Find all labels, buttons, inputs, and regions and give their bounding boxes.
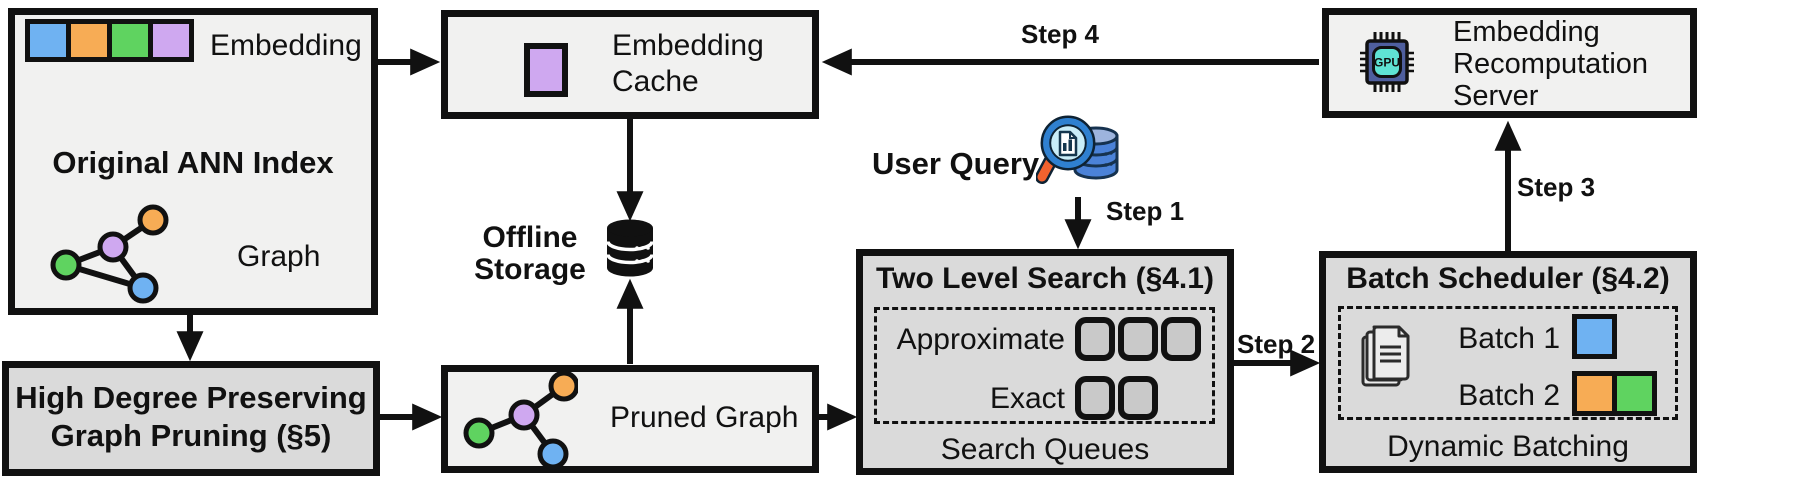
embedding-cell-green xyxy=(107,19,153,62)
batch-scheduler-title: Batch Scheduler (§4.2) xyxy=(1346,262,1670,295)
graph-pruning-box: High Degree Preserving Graph Pruning (§5… xyxy=(2,361,380,476)
user-query-icon xyxy=(1036,115,1119,184)
embedding-cache-label: Embedding Cache xyxy=(612,28,764,100)
dynamic-batching-panel: Batch 1 Batch 2 xyxy=(1338,306,1678,420)
queue-slot xyxy=(1075,376,1115,420)
graph-pruning-title: High Degree Preserving Graph Pruning (§5… xyxy=(9,379,373,455)
graph-node-orange xyxy=(137,204,169,236)
step4-label: Step 4 xyxy=(1020,19,1100,49)
batch2-item-green xyxy=(1612,371,1657,416)
exact-label: Exact xyxy=(989,382,1065,415)
batch-scheduler-box: Batch Scheduler (§4.2) Batch 1 Ba xyxy=(1319,251,1697,473)
embedding-cell-orange xyxy=(66,19,112,62)
embedding-label: Embedding xyxy=(210,29,362,62)
recomputation-server-box: GPU Embedding Recomputation Server xyxy=(1322,8,1697,118)
gpu-icon: GPU xyxy=(1360,32,1414,92)
graph-node-blue xyxy=(537,438,569,470)
recomputation-server-label-line2: Recomputation xyxy=(1453,48,1649,80)
cached-embedding-icon xyxy=(524,43,568,97)
queue-slot xyxy=(1161,317,1201,361)
graph-label: Graph xyxy=(237,240,321,273)
approximate-queues xyxy=(1075,317,1201,361)
offline-storage-label: Offline Storage xyxy=(470,222,590,286)
graph-node-green xyxy=(463,417,495,449)
search-queues-panel: Approximate Exact xyxy=(874,307,1215,424)
batch2-item-orange xyxy=(1572,371,1617,416)
graph-node-orange xyxy=(548,370,578,402)
two-level-search-title: Two Level Search (§4.1) xyxy=(876,262,1214,295)
documents-icon xyxy=(1361,325,1410,387)
graph-node-green xyxy=(50,249,82,281)
embedding-cell-purple xyxy=(148,19,194,62)
graph-pruning-title-line1: High Degree Preserving xyxy=(15,380,367,415)
graph-node-blue xyxy=(127,272,159,304)
pruned-graph-label: Pruned Graph xyxy=(610,401,799,434)
magnifier-icon xyxy=(1036,115,1096,184)
batch1-squares xyxy=(1572,314,1617,359)
ann-index-title: Original ANN Index xyxy=(52,145,334,180)
search-queues-caption: Search Queues xyxy=(940,433,1150,466)
original-graph-icon xyxy=(50,204,169,304)
batch2-label: Batch 2 xyxy=(1458,379,1560,412)
queue-slot xyxy=(1118,317,1158,361)
approximate-label: Approximate xyxy=(896,323,1065,356)
graph-node-purple xyxy=(97,231,129,263)
embedding-cache-label-line1: Embedding xyxy=(612,29,764,62)
gpu-icon-label: GPU xyxy=(1374,56,1400,70)
embedding-cell-blue xyxy=(25,19,71,62)
query-document-icon xyxy=(1058,130,1078,157)
dynamic-batching-caption: Dynamic Batching xyxy=(1387,430,1629,463)
step2-label: Step 2 xyxy=(1237,329,1316,359)
offline-storage-database-icon xyxy=(606,219,654,277)
original-ann-index-box: Embedding Original ANN Index Graph xyxy=(8,8,378,315)
recomputation-server-label-line1: Embedding xyxy=(1453,16,1600,48)
step3-label: Step 3 xyxy=(1517,172,1596,202)
pruned-graph-box: Pruned Graph xyxy=(441,365,819,473)
queue-slot xyxy=(1118,376,1158,420)
embedding-cache-box: Embedding Cache xyxy=(441,10,819,119)
recomputation-server-label-line3: Server xyxy=(1453,80,1539,112)
embedding-cache-label-line2: Cache xyxy=(612,65,699,98)
batch2-squares xyxy=(1572,371,1657,416)
pruned-graph-icon xyxy=(463,370,578,470)
exact-queues xyxy=(1075,376,1158,420)
offline-storage-label-line2: Storage xyxy=(474,253,586,286)
recomputation-server-label: Embedding Recomputation Server xyxy=(1453,16,1648,112)
two-level-search-box: Two Level Search (§4.1) Approximate Exac… xyxy=(856,249,1234,475)
embedding-vector-icon xyxy=(25,19,194,62)
step1-label: Step 1 xyxy=(1106,196,1185,226)
graph-pruning-title-line2: Graph Pruning (§5) xyxy=(50,418,332,453)
batch1-label: Batch 1 xyxy=(1458,322,1560,355)
batch1-item-blue xyxy=(1572,314,1617,359)
queue-slot xyxy=(1075,317,1115,361)
offline-storage-label-line1: Offline xyxy=(482,221,578,254)
graph-node-purple xyxy=(508,399,540,431)
user-query-label: User Query xyxy=(872,146,1040,181)
